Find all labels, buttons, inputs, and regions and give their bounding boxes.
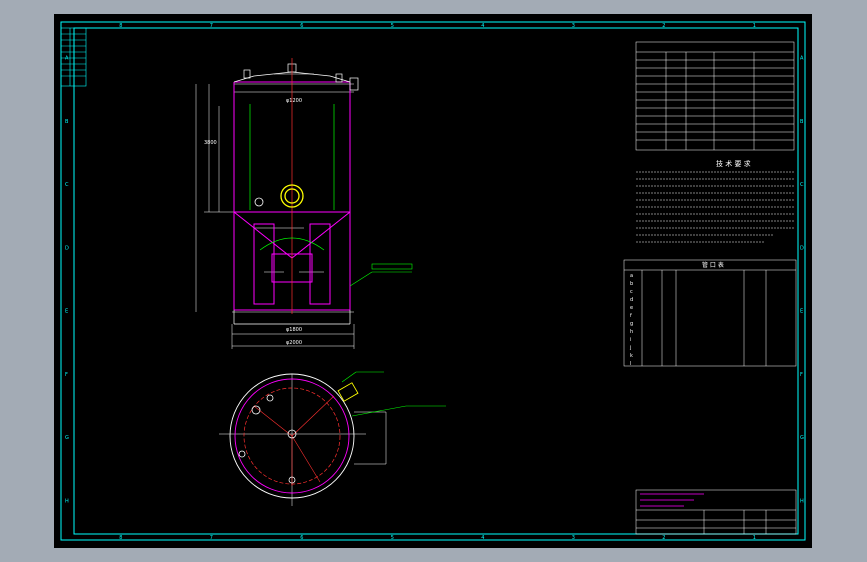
left-zone-labels: A B C D E F G H — [65, 56, 69, 505]
zone-label: H — [65, 498, 69, 504]
nozzle-row-label: h — [630, 329, 633, 335]
cad-drawing: 8 7 6 5 4 3 2 1 8 7 6 5 4 3 2 1 A B C D E F G H A B C D E F G H — [60, 21, 806, 541]
nozzle-row-label: c — [630, 289, 633, 295]
zone-label: 3 — [572, 23, 575, 29]
plan-nozzles — [238, 394, 297, 484]
zone-label: 4 — [481, 535, 484, 541]
tech-requirements-text — [636, 171, 794, 243]
zone-label: 5 — [391, 23, 394, 29]
zone-label: G — [800, 435, 804, 441]
title-block — [635, 489, 797, 535]
elevation-dimensions — [195, 73, 355, 349]
manhole-nozzle — [280, 184, 304, 208]
bottom-zone-labels: 8 7 6 5 4 3 2 1 — [119, 535, 756, 541]
plan-leaders — [341, 371, 446, 417]
plan-rays — [253, 395, 335, 486]
zone-label: 7 — [210, 535, 213, 541]
design-data-table — [635, 41, 795, 151]
zone-label: F — [800, 372, 803, 378]
nozzle-row-label: d — [630, 297, 633, 303]
mid-width-dimension: φ1800 — [286, 327, 302, 333]
drawing-frame — [60, 21, 806, 541]
zone-label: G — [65, 435, 69, 441]
plan-manhole — [337, 382, 359, 402]
zone-label: 8 — [119, 23, 122, 29]
zone-label: 1 — [753, 535, 756, 541]
bottom-width-dimension: φ2000 — [286, 340, 302, 346]
zone-label: 5 — [391, 535, 394, 541]
top-width-dimension: φ1200 — [286, 98, 302, 104]
nozzle-row-label: k — [630, 353, 633, 359]
zone-label: A — [800, 56, 804, 62]
nozzle-row-label: f — [630, 313, 632, 319]
nozzle-table — [623, 259, 797, 367]
zone-label: 7 — [210, 23, 213, 29]
side-nozzle — [254, 197, 264, 207]
zone-label: B — [65, 119, 69, 125]
nozzle-row-label: j — [629, 345, 631, 351]
plan-inner-shell — [234, 378, 350, 494]
height-dimension: 3800 — [204, 140, 217, 146]
nozzle-row-label: b — [630, 281, 633, 287]
zone-label: 8 — [119, 535, 122, 541]
zone-label: B — [800, 119, 804, 125]
nozzle-row-label: i — [630, 337, 631, 343]
zone-label: 3 — [572, 535, 575, 541]
plan-view — [219, 371, 446, 506]
zone-label: 6 — [300, 23, 303, 29]
zone-label: D — [800, 245, 804, 251]
zone-label: 2 — [662, 23, 665, 29]
nozzle-table-title: 管 口 表 — [702, 261, 724, 269]
zone-label: 2 — [662, 535, 665, 541]
zone-label: F — [65, 372, 68, 378]
zone-label: 1 — [753, 23, 756, 29]
revision-block — [60, 27, 87, 87]
right-zone-labels: A B C D E F G H — [800, 56, 804, 505]
zone-label: C — [65, 182, 69, 188]
tech-requirements-title: 技 术 要 求 — [716, 159, 751, 168]
nozzle-row-label: a — [630, 273, 633, 279]
nozzle-row-label: g — [630, 321, 633, 327]
plan-outer-shell — [229, 373, 355, 499]
nozzle-row-label: e — [630, 305, 633, 311]
zone-label: E — [65, 309, 68, 315]
elevation-leader — [349, 263, 413, 287]
title-block-text — [640, 493, 704, 507]
zone-label: A — [65, 56, 69, 62]
zone-label: H — [800, 498, 804, 504]
elevation-view: 3800 φ1800 φ2000 φ1200 — [195, 58, 413, 349]
nozzle-row-label: l — [630, 361, 631, 367]
drawing-sheet: 8 7 6 5 4 3 2 1 8 7 6 5 4 3 2 1 A B C D E F G H A B C D E F G H — [54, 14, 812, 548]
top-zone-labels: 8 7 6 5 4 3 2 1 — [119, 23, 756, 29]
zone-label: C — [800, 182, 804, 188]
zone-label: 6 — [300, 535, 303, 541]
zone-label: D — [65, 245, 69, 251]
internal-baffle — [249, 104, 335, 251]
zone-label: E — [800, 309, 803, 315]
zone-label: 4 — [481, 23, 484, 29]
